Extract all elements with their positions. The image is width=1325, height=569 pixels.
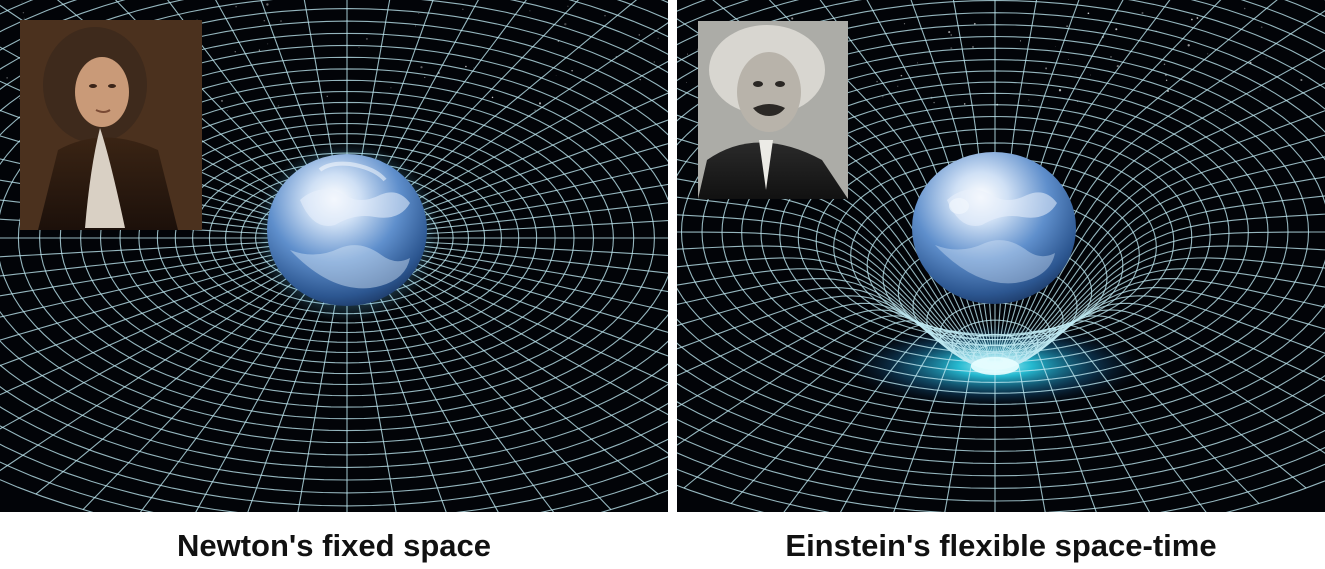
einstein-flexible-spacetime-illustration xyxy=(677,0,1325,512)
isaac-newton-portrait xyxy=(20,20,202,230)
newton-fixed-space-illustration xyxy=(0,0,668,512)
earth-planet xyxy=(255,142,439,322)
einstein-panel xyxy=(677,0,1325,512)
gravity-well-center xyxy=(971,357,1019,375)
newton-caption: Newton's fixed space xyxy=(176,528,492,563)
einstein-caption: Einstein's flexible space-time xyxy=(785,528,1217,563)
albert-einstein-portrait xyxy=(698,21,848,199)
earth-planet xyxy=(912,152,1076,304)
newton-panel xyxy=(0,0,668,512)
